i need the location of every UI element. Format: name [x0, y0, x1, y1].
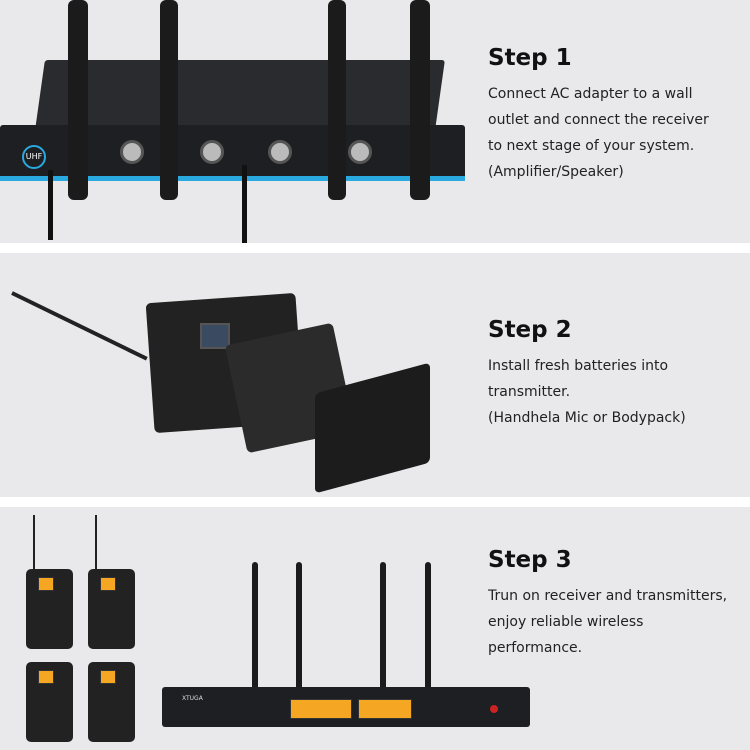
step2-title: Step 2	[488, 317, 572, 343]
step2-line: Install fresh batteries into	[488, 358, 669, 374]
step1-line: outlet and connect the receiver	[488, 112, 709, 128]
step3-line: Trun on receiver and transmitters,	[488, 588, 728, 604]
step2-panel: Step 2 Install fresh batteries into tran…	[0, 253, 750, 497]
step1-line: Connect AC adapter to a wall	[488, 86, 693, 102]
step1-panel: UHF Step 1 Connect AC adapter to a wall …	[0, 0, 750, 243]
step1-line: (Amplifier/Speaker)	[488, 164, 624, 180]
step2-line: transmitter.	[488, 384, 571, 400]
full-system-image: XTUGA	[0, 507, 530, 750]
step3-title: Step 3	[488, 547, 572, 573]
brand-logo: XTUGA	[182, 695, 203, 702]
step3-text: Step 3 Trun on receiver and transmitters…	[488, 547, 748, 661]
step3-line: enjoy reliable wireless	[488, 614, 644, 630]
step1-line: to next stage of your system.	[488, 138, 695, 154]
step1-title: Step 1	[488, 45, 572, 71]
receiver-rear-image: UHF	[0, 0, 470, 243]
step1-text: Step 1 Connect AC adapter to a wall outl…	[488, 45, 748, 185]
uhf-logo: UHF	[22, 145, 46, 169]
step2-line: (Handhela Mic or Bodypack)	[488, 410, 686, 426]
bodypack-battery-image	[0, 253, 470, 497]
step2-text: Step 2 Install fresh batteries into tran…	[488, 317, 748, 431]
step3-panel: XTUGA Step 3 Trun on receiver and transm…	[0, 507, 750, 750]
step3-line: performance.	[488, 640, 583, 656]
